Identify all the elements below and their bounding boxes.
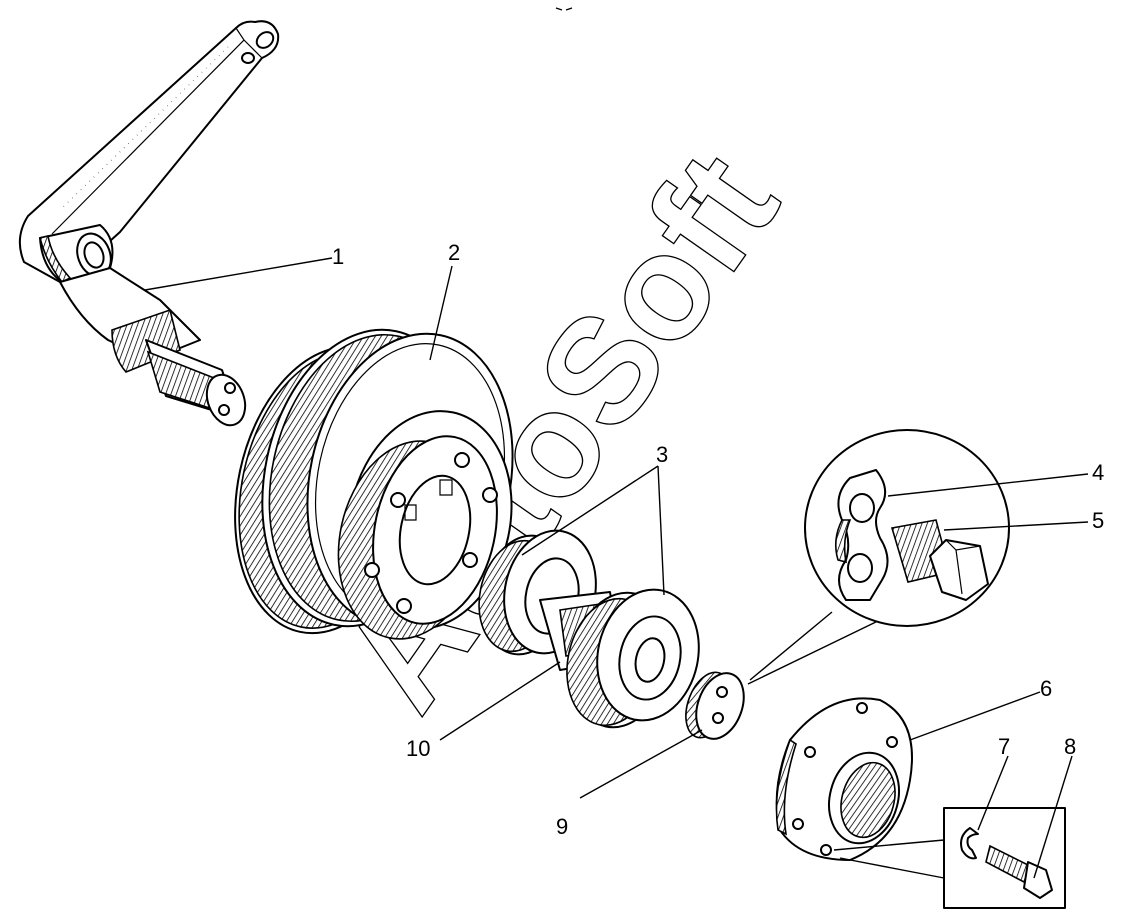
callout-6: 6	[1040, 676, 1052, 701]
callout-1: 1	[332, 244, 344, 269]
washer	[685, 671, 745, 740]
pulley	[234, 328, 514, 640]
callout-10: 10	[406, 736, 430, 761]
detail-box	[833, 807, 1066, 909]
callout-4: 4	[1092, 460, 1104, 485]
callout-5: 5	[1092, 508, 1104, 533]
callout-2: 2	[448, 240, 460, 265]
detail-callout	[747, 429, 1010, 685]
leader-lines	[144, 257, 1089, 879]
callout-9: 9	[556, 814, 568, 839]
small-bolt	[985, 844, 1053, 899]
bolt	[890, 519, 989, 601]
crank-lever	[18, 20, 280, 427]
callout-7: 7	[998, 734, 1010, 759]
callout-3: 3	[656, 442, 668, 467]
callout-8: 8	[1064, 734, 1076, 759]
lock-plate	[834, 469, 889, 601]
spring-washer	[960, 827, 979, 860]
top-mark	[555, 7, 573, 11]
bearings	[478, 529, 700, 729]
cover-flange	[775, 697, 913, 861]
callout-labels: 1 2 3 4 5 6 7 8 9 10	[332, 240, 1104, 839]
